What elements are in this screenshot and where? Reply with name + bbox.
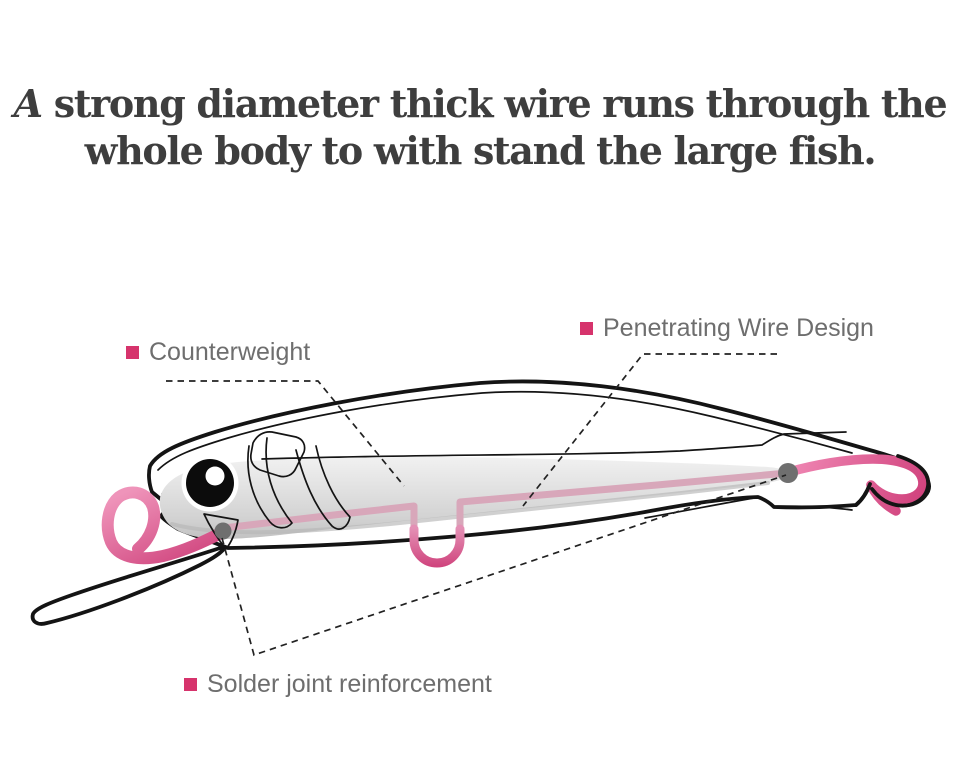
title-line-2: whole body to with stand the large fish. [84,128,877,173]
solder-joint-label: Solder joint reinforcement [207,670,492,698]
leader-counterweight [166,380,405,487]
solder-joint-front [214,522,232,540]
diving-lip [30,544,228,626]
chin-plate [203,513,239,550]
front-line-tie-loop [101,486,227,565]
counterweight-label: Counterweight [149,338,311,366]
head-seam-collar [249,431,306,478]
square-bullet-icon [126,346,139,359]
belly-hook-hanger [409,524,465,568]
tail-belly-overlay [854,482,872,507]
shell-inner-line-bottom [644,496,853,519]
callout-solder-joint: Solder joint reinforcement [184,671,492,698]
callout-penetrating-wire: Penetrating Wire Design [580,315,874,342]
tail-curl-overlay [870,454,930,508]
square-bullet-icon [580,322,593,335]
title-line-1: A strong diameter thick wire runs throug… [13,81,948,126]
tail-hanger-loop [784,454,928,516]
gill-band-front [247,437,293,529]
gill-band-rear [295,445,351,530]
shell-inner-line-top [157,390,853,471]
square-bullet-icon [184,678,197,691]
eye-highlight [205,466,225,486]
title-italic-a: A [13,81,43,126]
page-title: A strong diameter thick wire runs throug… [0,80,960,174]
solder-joint-rear [778,463,798,483]
callout-counterweight: Counterweight [126,339,310,366]
penetrating-wire-label: Penetrating Wire Design [603,314,874,342]
leader-solder-joints [221,474,787,657]
body-mid-seam-line [261,431,847,460]
